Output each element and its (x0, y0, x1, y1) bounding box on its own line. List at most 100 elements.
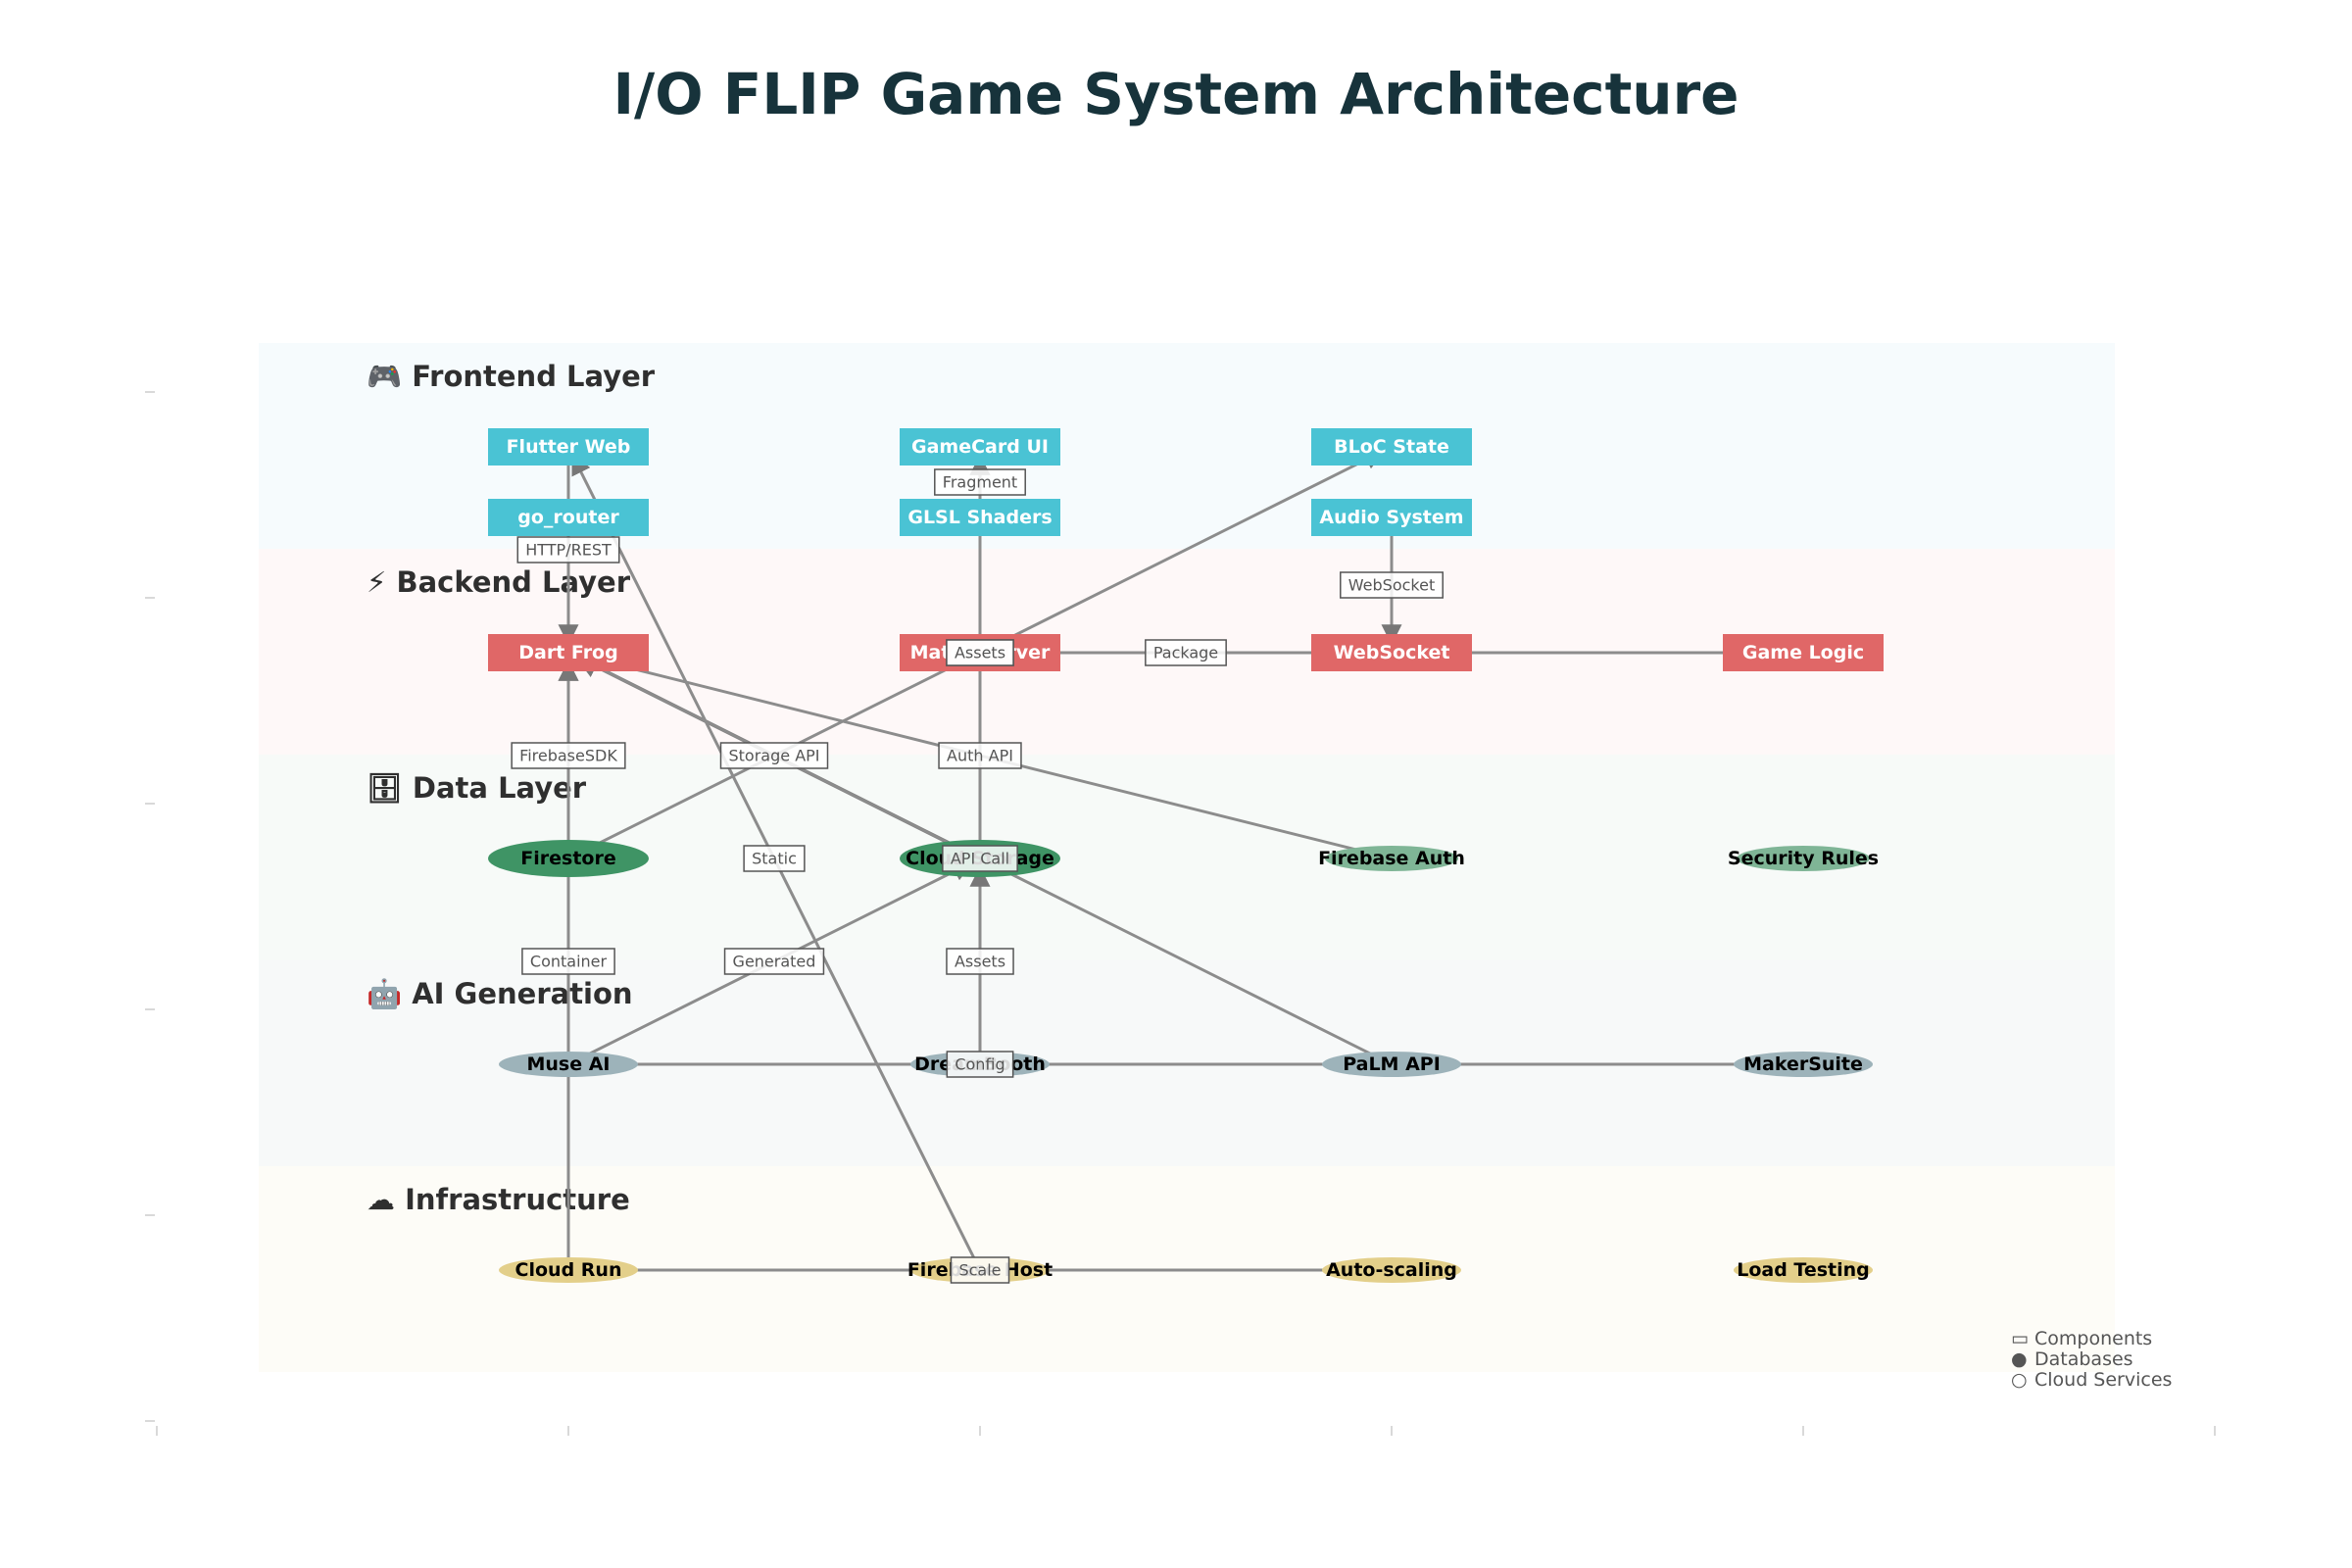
node-label: Cloud Run (515, 1259, 622, 1281)
layer-title-backend: ⚡ Backend Layer (367, 565, 631, 599)
edge-label-box (516, 536, 620, 564)
layer-title-ai: 🤖 AI Generation (367, 977, 633, 1010)
node-label: WebSocket (1334, 642, 1450, 663)
edge-label-text: API Call (951, 850, 1009, 868)
filled-circle-icon: ● (2011, 1348, 2028, 1370)
edge-label: Package (1145, 639, 1227, 666)
service-ellipse (499, 1052, 638, 1077)
nodes: Flutter Web GameCard UI BLoC State go_route… (488, 428, 1884, 1283)
service-ellipse (1734, 1052, 1873, 1077)
node-flutter-web: Flutter Web (488, 428, 649, 466)
node-glsl-shaders: GLSL Shaders (900, 499, 1060, 536)
edge-label-text: Auth API (947, 747, 1013, 765)
node-firestore: Firestore (488, 840, 649, 877)
edge-label-text: Generated (733, 953, 816, 971)
service-ellipse (1322, 1257, 1461, 1283)
node-gamecard-ui: GameCard UI (900, 428, 1060, 466)
service-ellipse (1325, 846, 1458, 871)
legend-label: Cloud Services (2034, 1369, 2172, 1391)
edge-label: Storage API (719, 742, 829, 769)
component-box (488, 428, 649, 466)
edge-label-text: Assets (955, 953, 1005, 971)
node-label: GameCard UI (911, 436, 1049, 458)
component-box (1311, 428, 1472, 466)
service-ellipse (1322, 1052, 1461, 1077)
node-label: Firebase Auth (1318, 848, 1465, 869)
edge-label-box (719, 742, 829, 769)
node-palm-api: PaLM API (1322, 1052, 1461, 1077)
edge-label-box (950, 1256, 1010, 1284)
edge-label: Assets (946, 948, 1014, 975)
node-makersuite: MakerSuite (1734, 1052, 1873, 1077)
page-title: I/O FLIP Game System Architecture (612, 61, 1739, 127)
component-box (1723, 634, 1884, 671)
node-label: Dart Frog (518, 642, 617, 663)
legend-label: Databases (2034, 1348, 2133, 1370)
edge-label: Assets (946, 639, 1014, 666)
node-label: BLoC State (1334, 436, 1449, 458)
edge-label: Auth API (938, 742, 1022, 769)
node-label: Load Testing (1737, 1259, 1870, 1281)
node-label: Firestore (520, 848, 615, 869)
service-ellipse (488, 840, 649, 877)
node-label: Audio System (1319, 507, 1463, 528)
node-game-logic: Game Logic (1723, 634, 1884, 671)
node-firebase-auth: Firebase Auth (1318, 846, 1465, 871)
edge-label: Container (521, 948, 615, 975)
edge-label: FirebaseSDK (511, 742, 626, 769)
node-cloud-run: Cloud Run (499, 1257, 638, 1283)
edge-label-box (946, 948, 1014, 975)
service-ellipse (1737, 846, 1870, 871)
edge-label-box (743, 845, 806, 872)
node-label: Game Logic (1742, 642, 1864, 663)
hollow-circle-icon: ○ (2011, 1369, 2028, 1391)
edge-label-text: Config (955, 1055, 1004, 1074)
edge-label-text: Fragment (943, 473, 1017, 492)
edge-label-box (511, 742, 626, 769)
edge-label: API Call (942, 845, 1018, 872)
edge-label-text: Scale (958, 1261, 1001, 1280)
edge-label-box (938, 742, 1022, 769)
edge-label-box (521, 948, 615, 975)
axis-ticks (145, 391, 2216, 1436)
edge-label: Scale (950, 1256, 1010, 1284)
edge-label-box (1340, 571, 1444, 599)
component-box (1311, 499, 1472, 536)
component-box (900, 428, 1060, 466)
edge-label-text: Storage API (729, 747, 820, 765)
node-label: Security Rules (1728, 848, 1879, 869)
component-box (488, 634, 649, 671)
layer-title-frontend: 🎮 Frontend Layer (367, 360, 656, 393)
component-box (900, 499, 1060, 536)
node-security-rules: Security Rules (1728, 846, 1879, 871)
node-label: Muse AI (526, 1054, 610, 1075)
layer-title-data: 🗄 Data Layer (367, 771, 587, 805)
node-label: Auto-scaling (1326, 1259, 1457, 1281)
node-load-testing: Load Testing (1734, 1257, 1873, 1283)
service-ellipse (1734, 1257, 1873, 1283)
edge-label-box (723, 948, 825, 975)
edge-label-box (934, 468, 1026, 496)
edge-label-text: Assets (955, 644, 1005, 662)
edge-label-box (946, 639, 1014, 666)
edge-label: Generated (723, 948, 825, 975)
rectangle-icon: ▭ (2011, 1328, 2029, 1349)
node-label: GLSL Shaders (907, 507, 1052, 528)
edge-label-box (946, 1051, 1014, 1078)
node-muse-ai: Muse AI (499, 1052, 638, 1077)
layer-title-infra: ☁ Infrastructure (367, 1183, 630, 1216)
node-dart-frog: Dart Frog (488, 634, 649, 671)
node-label: PaLM API (1343, 1054, 1441, 1075)
edge-label: Fragment (934, 468, 1026, 496)
legend: ▭Components ● Databases ○ Cloud Services (2011, 1328, 2172, 1391)
node-go-router: go_router (488, 499, 649, 536)
node-label: Flutter Web (507, 436, 631, 458)
legend-label: Components (2034, 1328, 2152, 1349)
component-box (1311, 634, 1472, 671)
edge-label-text: FirebaseSDK (519, 747, 617, 765)
edge-label: Config (946, 1051, 1014, 1078)
edge-label-text: Package (1153, 644, 1218, 662)
node-label: MakerSuite (1743, 1054, 1863, 1075)
